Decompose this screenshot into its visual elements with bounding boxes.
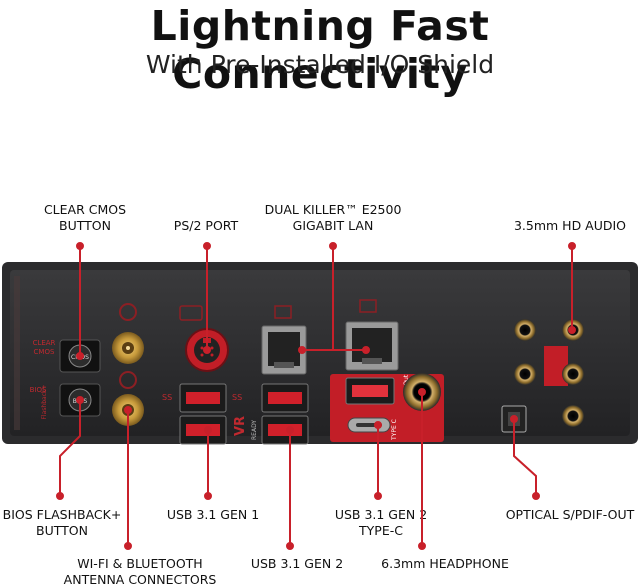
lan-port-1[interactable]	[261, 305, 307, 375]
audio-jack-3[interactable]	[514, 363, 536, 385]
usb31-gen2-bottom[interactable]	[261, 415, 309, 445]
audio-jack-1[interactable]	[514, 319, 536, 341]
vr-ready-text: READY	[251, 420, 258, 440]
callout-usb31-gen2: USB 3.1 GEN 2	[250, 556, 344, 571]
audio-jack-4[interactable]	[562, 363, 584, 385]
io-shield-plate	[2, 262, 638, 444]
panel-label-typec: TYPE C	[391, 419, 398, 441]
callout-hd-audio: 3.5mm HD AUDIO	[513, 218, 627, 233]
panel-label-cmos: CMOS	[34, 348, 55, 356]
callout-headphone: 6.3mm HEADPHONE	[381, 556, 509, 571]
usb31-gen1-bottom[interactable]	[179, 415, 227, 445]
callout-optical: OPTICAL S/PDIF-OUT	[505, 507, 635, 522]
usb31-gen2-top[interactable]	[261, 383, 309, 413]
usb31-gen2-typea[interactable]	[345, 377, 395, 405]
page-title: Lightning Fast Connectivity	[150, 2, 490, 98]
panel-label-flashback: Flashback+	[41, 384, 48, 419]
usb-typec-port[interactable]	[347, 417, 391, 433]
page-subtitle: With Pre-Installed I/O Shield	[145, 50, 495, 79]
panel-label-bios: BIOS	[30, 386, 47, 394]
callout-bios-flashback: BIOS FLASHBACK+BUTTON	[2, 507, 122, 538]
panel-label-clear: CLEAR	[33, 339, 56, 347]
ss-logo-icon: SS	[162, 393, 172, 402]
lan-port-2[interactable]	[345, 299, 399, 371]
usb31-gen1-top[interactable]	[179, 383, 227, 413]
callout-lines	[56, 242, 576, 550]
audio-jack-5[interactable]	[562, 405, 584, 427]
vr-ready-badge: VR	[233, 416, 248, 436]
callout-usb31-gen1: USB 3.1 GEN 1	[166, 507, 260, 522]
callout-ps2-port: PS/2 PORT	[173, 218, 239, 233]
ss-logo-icon-2: SS	[232, 393, 242, 402]
wifi-antenna-top[interactable]	[112, 303, 144, 364]
